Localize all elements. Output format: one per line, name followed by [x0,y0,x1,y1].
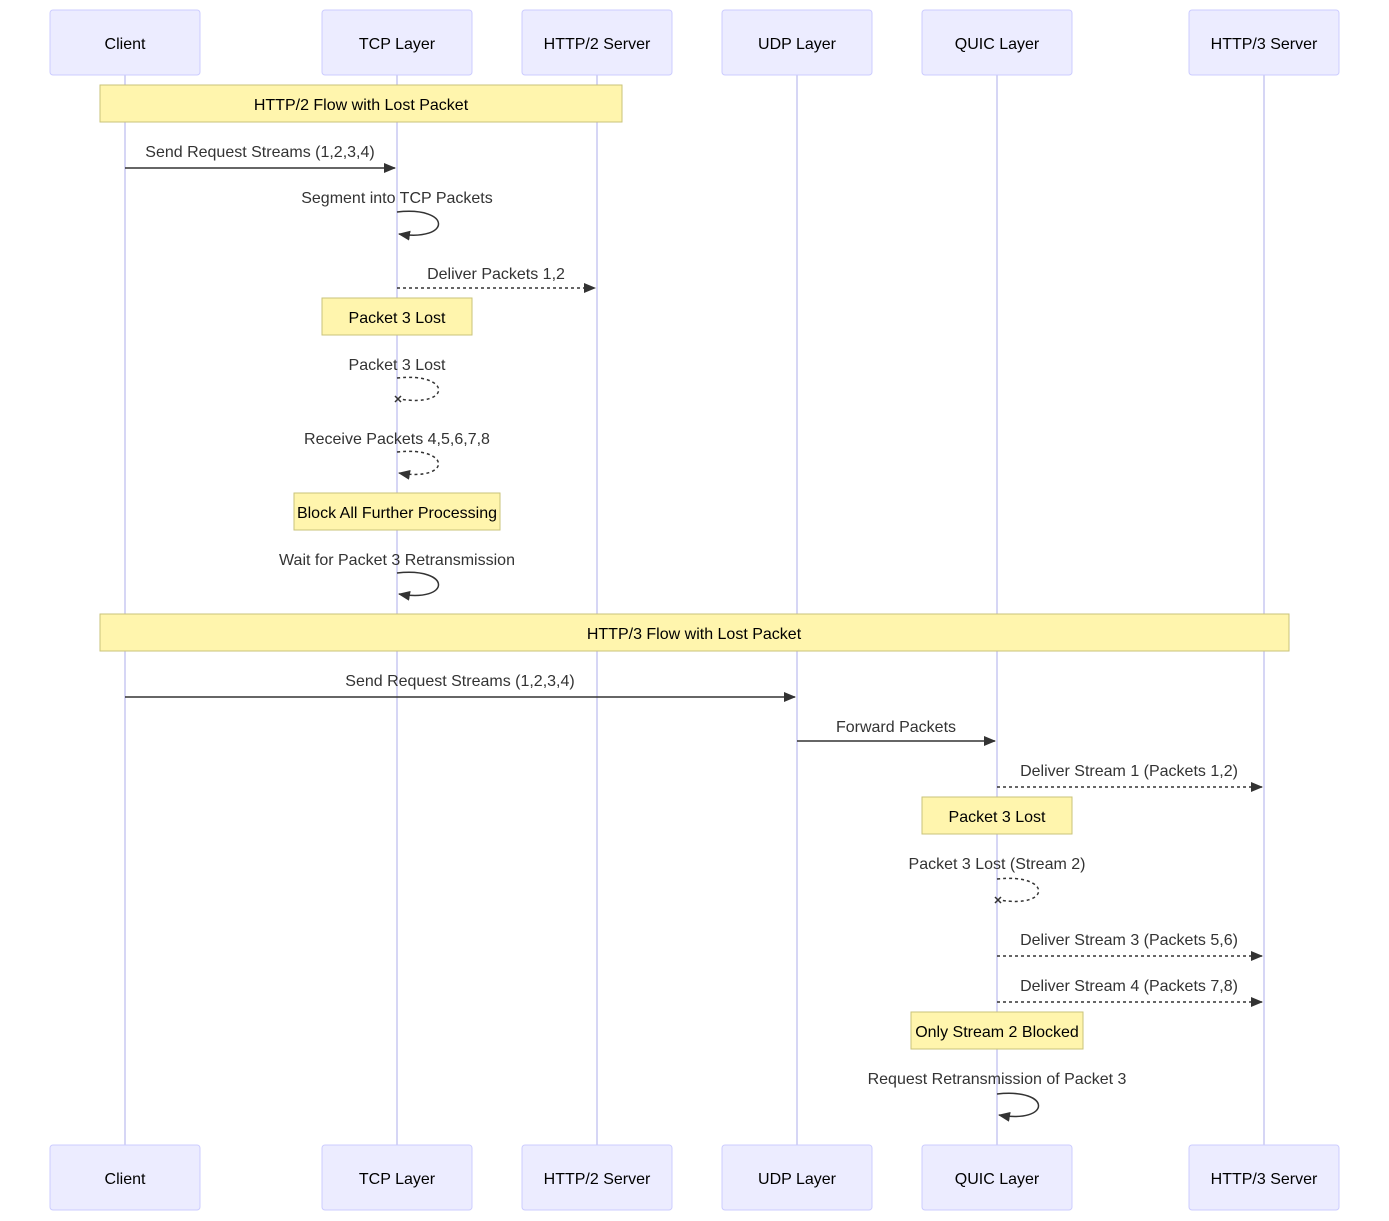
actor-label: Client [105,36,146,53]
message-label: Request Retransmission of Packet 3 [868,1071,1127,1088]
message-deliver-packets-1-2: Deliver Packets 1,2 [397,266,596,293]
self-message-loop [396,210,440,241]
section-label: HTTP/2 Flow with Lost Packet [254,97,469,114]
lost-cross-icon [994,896,1002,904]
actor-label: HTTP/2 Server [544,36,651,53]
actor-udp-layer-bottom: UDP Layer [721,1144,873,1211]
note-label: Block All Further Processing [297,505,497,522]
actor-http3-server-bottom: HTTP/3 Server [1188,1144,1340,1211]
note-label: Only Stream 2 Blocked [915,1024,1079,1041]
self-message-loop [396,571,440,601]
message-packet-3-lost-stream-2: Packet 3 Lost (Stream 2) [909,856,1086,904]
actor-label: HTTP/3 Server [1211,1171,1318,1188]
actor-http2-server-top: HTTP/2 Server [521,9,673,76]
actor-label: TCP Layer [359,1171,436,1188]
message-send-request-http2: Send Request Streams (1,2,3,4) [125,144,396,173]
message-label: Deliver Stream 3 (Packets 5,6) [1020,932,1238,949]
message-deliver-stream-3: Deliver Stream 3 (Packets 5,6) [997,932,1263,961]
message-label: Packet 3 Lost (Stream 2) [909,856,1086,873]
note-block-all-processing: Block All Further Processing [293,492,501,531]
actor-client-bottom: Client [49,1144,201,1211]
section-note-http2: HTTP/2 Flow with Lost Packet [99,84,623,123]
message-label: Deliver Stream 1 (Packets 1,2) [1020,763,1238,780]
actor-label: HTTP/2 Server [544,1171,651,1188]
actor-tcp-layer-bottom: TCP Layer [321,1144,473,1211]
self-message-loop [996,1092,1040,1122]
actor-label: TCP Layer [359,36,436,53]
message-label: Segment into TCP Packets [301,190,493,207]
message-packet-3-lost-tcp: Packet 3 Lost [349,357,447,403]
note-label: Packet 3 Lost [949,809,1047,826]
self-message-loop [396,450,440,480]
message-label: Send Request Streams (1,2,3,4) [145,144,374,161]
message-deliver-stream-1: Deliver Stream 1 (Packets 1,2) [997,763,1263,792]
message-label: Packet 3 Lost [349,357,447,374]
actor-label: HTTP/3 Server [1211,36,1318,53]
message-label: Forward Packets [836,719,956,736]
actor-http3-server-top: HTTP/3 Server [1188,9,1340,76]
actor-label: UDP Layer [758,36,837,53]
actor-label: QUIC Layer [955,36,1040,53]
note-label: Packet 3 Lost [349,310,447,327]
message-send-request-http3: Send Request Streams (1,2,3,4) [125,673,796,702]
actor-udp-layer-top: UDP Layer [721,9,873,76]
message-wait-retransmission: Wait for Packet 3 Retransmission [279,552,515,601]
message-request-retransmission: Request Retransmission of Packet 3 [868,1071,1127,1122]
message-label: Wait for Packet 3 Retransmission [279,552,515,569]
message-deliver-stream-4: Deliver Stream 4 (Packets 7,8) [997,978,1263,1007]
lost-cross-icon [394,395,402,403]
note-packet-3-lost-tcp: Packet 3 Lost [321,297,473,336]
actor-label: UDP Layer [758,1171,837,1188]
section-note-http3: HTTP/3 Flow with Lost Packet [99,613,1290,652]
self-message-loop [996,877,1040,903]
actor-http2-server-bottom: HTTP/2 Server [521,1144,673,1211]
message-segment-tcp-packets: Segment into TCP Packets [301,190,493,241]
message-label: Deliver Stream 4 (Packets 7,8) [1020,978,1238,995]
actor-label: QUIC Layer [955,1171,1040,1188]
message-label: Deliver Packets 1,2 [427,266,565,283]
message-label: Send Request Streams (1,2,3,4) [345,673,574,690]
message-forward-packets: Forward Packets [797,719,996,746]
actor-client-top: Client [49,9,201,76]
self-message-loop [396,376,440,402]
message-label: Receive Packets 4,5,6,7,8 [304,431,490,448]
actor-tcp-layer-top: TCP Layer [321,9,473,76]
actor-label: Client [105,1171,146,1188]
note-only-stream-2-blocked: Only Stream 2 Blocked [910,1011,1084,1050]
actor-quic-layer-top: QUIC Layer [921,9,1073,76]
note-packet-3-lost-quic: Packet 3 Lost [921,796,1073,835]
message-receive-packets-4-8: Receive Packets 4,5,6,7,8 [304,431,490,480]
actor-quic-layer-bottom: QUIC Layer [921,1144,1073,1211]
section-label: HTTP/3 Flow with Lost Packet [587,626,802,643]
